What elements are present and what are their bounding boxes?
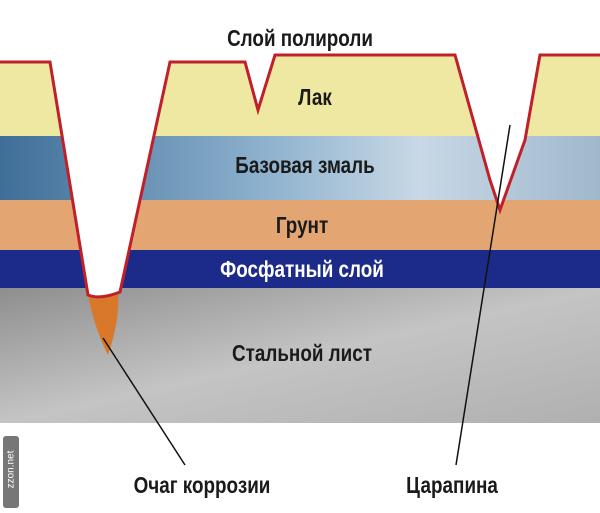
label-scratch: Царапина: [406, 472, 498, 498]
watermark: zzon.net: [3, 436, 19, 508]
surface-outline: [0, 53, 600, 299]
label-primer: Грунт: [275, 212, 329, 238]
label-phosphate: Фосфатный слой: [220, 256, 384, 282]
watermark-text: zzon.net: [5, 450, 17, 489]
label-steel-sheet: Стальной лист: [232, 340, 372, 366]
title-polish-layer: Слой полироли: [227, 25, 373, 51]
label-base-enamel: Базовая змаль: [235, 152, 375, 178]
surface-cutouts: [0, 0, 600, 297]
corrosion-spot: [88, 292, 119, 355]
corrosion-leader-line: [102, 337, 186, 466]
label-corrosion: Очаг коррозии: [133, 472, 271, 498]
scratch-leader-line: [455, 124, 511, 466]
label-lacquer: Лак: [298, 84, 332, 110]
